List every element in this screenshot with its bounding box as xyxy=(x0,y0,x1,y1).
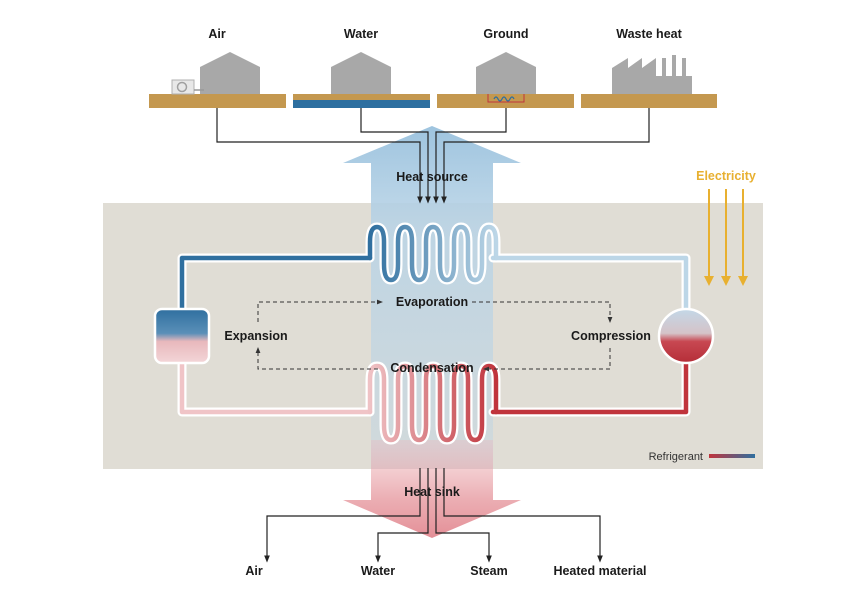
source-air-label: Air xyxy=(208,27,226,41)
electricity-label: Electricity xyxy=(696,169,756,183)
compressor xyxy=(657,307,715,365)
ground-coil-icon xyxy=(493,96,515,102)
source-water-label: Water xyxy=(344,27,378,41)
sink-air-label: Air xyxy=(245,564,263,578)
sink-water-label: Water xyxy=(361,564,395,578)
expansion-valve xyxy=(153,307,211,365)
refrigerant-loop xyxy=(177,222,691,445)
compression-label: Compression xyxy=(571,329,651,343)
fan-icon xyxy=(176,81,188,93)
sink-connector-lines xyxy=(264,468,603,563)
pipe-condenser-to-expansion xyxy=(179,357,373,415)
sink-steam-label: Steam xyxy=(470,564,508,578)
evaporation-label: Evaporation xyxy=(396,295,468,309)
sink-heated-material-label: Heated material xyxy=(553,564,646,578)
heat-sink-label: Heat sink xyxy=(404,485,460,499)
evaporator-coil xyxy=(367,224,499,283)
electricity-arrows xyxy=(704,189,748,286)
source-waste-heat-label: Waste heat xyxy=(616,27,682,41)
source-connector-lines xyxy=(216,108,650,204)
cycle-dashed-arrows xyxy=(255,299,613,372)
source-air-scene xyxy=(149,52,286,108)
factory-icon xyxy=(612,58,656,94)
expansion-label: Expansion xyxy=(224,329,287,343)
condenser-coil xyxy=(367,363,499,443)
source-waste-heat-scene xyxy=(581,55,717,108)
source-ground-label: Ground xyxy=(483,27,528,41)
condensation-label: Condensation xyxy=(390,361,473,375)
heat-sink-arrow xyxy=(343,440,521,538)
pipe-expansion-to-evaporator xyxy=(179,255,373,316)
refrigerant-legend-label: Refrigerant xyxy=(649,451,703,463)
pipe-evaporator-to-compressor xyxy=(490,255,689,315)
source-water-scene xyxy=(293,52,430,108)
pipe-compressor-to-condenser xyxy=(490,357,689,415)
refrigerant-legend-bar xyxy=(709,454,755,458)
source-ground-scene xyxy=(437,52,574,108)
heat-source-label: Heat source xyxy=(396,170,468,184)
